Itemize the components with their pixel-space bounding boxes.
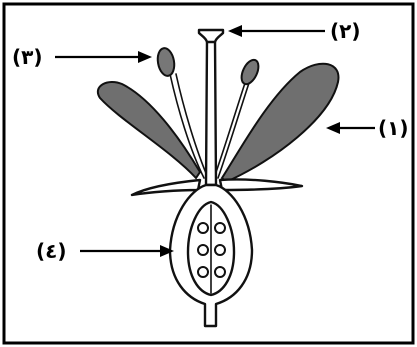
arrow-ovary [80, 245, 174, 257]
arrow-anther [55, 51, 152, 63]
left-anther [156, 47, 177, 77]
left-sepal [132, 180, 200, 195]
ovule [215, 223, 225, 233]
ovule [198, 223, 208, 233]
ovule [215, 245, 225, 255]
arrow-petal [326, 122, 375, 134]
label-ovary: (٤) [36, 239, 67, 263]
ovule [198, 245, 208, 255]
right-petal [222, 64, 338, 182]
stigma [199, 30, 223, 42]
right-sepal [220, 179, 302, 190]
label-anther: (٣) [12, 45, 43, 69]
ovule [198, 267, 208, 277]
arrow-stigma [228, 25, 325, 37]
label-petal: (١) [378, 116, 409, 140]
right-anther [238, 57, 262, 86]
style [206, 40, 216, 185]
label-stigma: (٢) [330, 19, 361, 43]
ovule [215, 267, 225, 277]
